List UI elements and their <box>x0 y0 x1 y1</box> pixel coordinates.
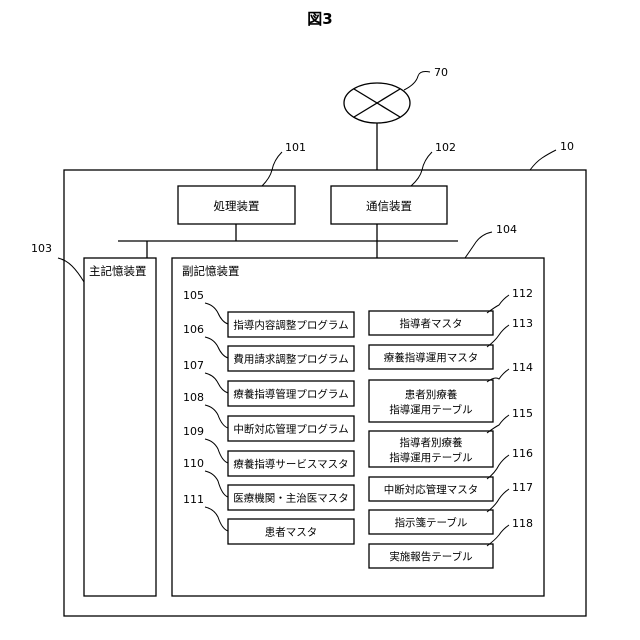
master-label-line1: 中断対応管理マスタ <box>384 483 479 496</box>
main-storage-box <box>84 258 156 596</box>
master-ref: 113 <box>512 317 533 330</box>
auxiliary-storage-label: 副記憶装置 <box>182 264 240 278</box>
master-label-line1: 指示箋テーブル <box>395 516 468 529</box>
master-ref: 114 <box>512 361 533 374</box>
program-ref: 109 <box>183 425 204 438</box>
network-leader-line <box>404 72 430 91</box>
master-ref: 115 <box>512 407 533 420</box>
master-label-line1: 療養指導運用マスタ <box>384 351 479 364</box>
main-storage-label: 主記憶装置 <box>89 264 147 278</box>
communication-unit-label: 通信装置 <box>366 199 412 213</box>
master-label-line2: 指導運用テーブル <box>389 451 472 464</box>
program-label: 患者マスタ <box>265 527 318 539</box>
program-label: 療養指導管理プログラム <box>233 388 348 401</box>
master-label-line1: 指導者別療養 <box>400 436 463 449</box>
program-label: 指導内容調整プログラム <box>233 319 348 332</box>
auxiliary-storage-ref: 104 <box>496 223 517 236</box>
program-ref: 105 <box>183 289 204 302</box>
system-ref: 10 <box>560 140 574 153</box>
program-label: 療養指導サービスマスタ <box>233 458 348 471</box>
program-label: 医療機関・主治医マスタ <box>233 492 349 505</box>
system-leader-line <box>530 150 556 170</box>
master-ref: 116 <box>512 447 533 460</box>
master-label-line1: 指導者マスタ <box>400 317 463 330</box>
processing-unit-label: 処理装置 <box>214 199 260 213</box>
master-ref: 117 <box>512 481 533 494</box>
communication-unit-ref: 102 <box>435 141 456 154</box>
network-ref: 70 <box>434 66 448 79</box>
program-ref: 111 <box>183 493 204 506</box>
main-storage-ref: 103 <box>31 242 52 255</box>
main-storage: 主記憶装置 103 <box>31 242 156 596</box>
master-label-line1: 実施報告テーブル <box>389 550 472 563</box>
program-label: 中断対応管理プログラム <box>233 423 348 436</box>
program-ref: 106 <box>183 323 204 336</box>
network-node: 70 <box>344 66 448 123</box>
master-ref: 118 <box>512 517 533 530</box>
program-ref: 107 <box>183 359 204 372</box>
master-label-line1: 患者別療養 <box>405 388 458 401</box>
program-label: 費用請求調整プログラム <box>233 353 348 366</box>
master-label-line2: 指導運用テーブル <box>389 403 472 416</box>
processing-unit-ref: 101 <box>285 141 306 154</box>
program-ref: 108 <box>183 391 204 404</box>
master-ref: 112 <box>512 287 533 300</box>
program-ref: 110 <box>183 457 204 470</box>
figure-title: 図3 <box>307 10 332 28</box>
